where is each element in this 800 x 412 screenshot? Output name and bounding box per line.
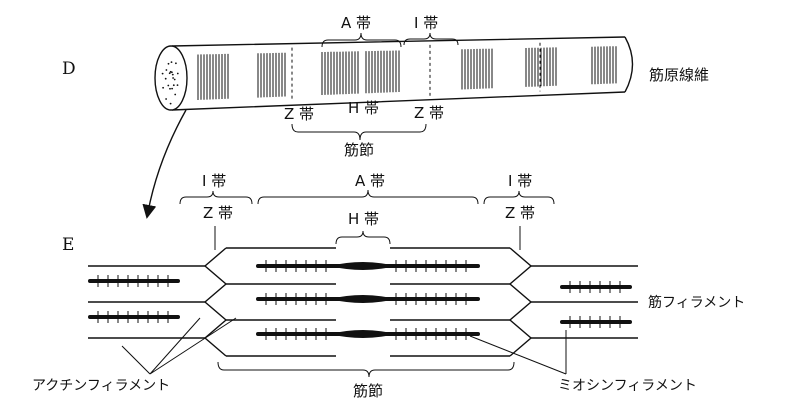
curved-arrow-icon <box>142 109 187 219</box>
e-z-band-left-label: Z 帯 <box>203 204 233 222</box>
d-z-band-right-label: Z 帯 <box>414 104 444 122</box>
e-a-band-brace <box>257 189 479 205</box>
e-i-band-left-label: I 帯 <box>202 172 226 190</box>
e-a-band-label: A 帯 <box>355 172 385 190</box>
myosin-filament <box>560 281 632 293</box>
d-z-band-left-label: Z 帯 <box>284 105 314 123</box>
myosin-filament <box>256 293 480 305</box>
d-sarcomere-brace <box>291 123 427 141</box>
a-band-brace <box>321 32 402 48</box>
d-h-band-label: H 帯 <box>348 99 379 117</box>
panel-e-letter: E <box>62 235 74 255</box>
z-disc-left <box>203 247 228 357</box>
d-i-band-label: I 帯 <box>414 14 438 32</box>
e-h-band-brace <box>335 230 391 245</box>
e-z-band-right-label: Z 帯 <box>505 204 535 222</box>
myosin-callout-lines <box>469 330 567 375</box>
e-i-band-right-label: I 帯 <box>508 172 532 190</box>
myosin-filaments <box>88 260 632 340</box>
actin-callout-lines <box>121 317 237 375</box>
e-i-band-left-brace <box>179 190 253 205</box>
actin-label: アクチンフィラメント <box>32 378 170 394</box>
myosin-filament <box>256 260 480 272</box>
myosin-filament <box>88 275 180 287</box>
d-a-band-label: A 帯 <box>341 14 371 32</box>
e-sarcomere-label: 筋節 <box>353 382 383 400</box>
e-myofilament-label: 筋フィラメント <box>648 294 745 311</box>
myosin-filament <box>560 316 632 328</box>
i-band-brace <box>403 32 459 46</box>
myosin-label: ミオシンフィラメント <box>558 378 697 394</box>
e-i-band-right-brace <box>483 190 555 205</box>
myofibril-cylinder <box>154 36 634 111</box>
d-sarcomere-label: 筋節 <box>344 141 374 159</box>
myosin-filament <box>256 328 480 340</box>
actin-filaments <box>88 247 638 357</box>
panel-d-letter: D <box>62 59 76 79</box>
fiber-label: 筋原線維 <box>649 66 709 84</box>
myosin-filament <box>88 311 180 323</box>
e-h-band-label: H 帯 <box>348 210 379 228</box>
z-disc-right <box>508 247 533 357</box>
e-sarcomere-brace <box>217 361 515 378</box>
